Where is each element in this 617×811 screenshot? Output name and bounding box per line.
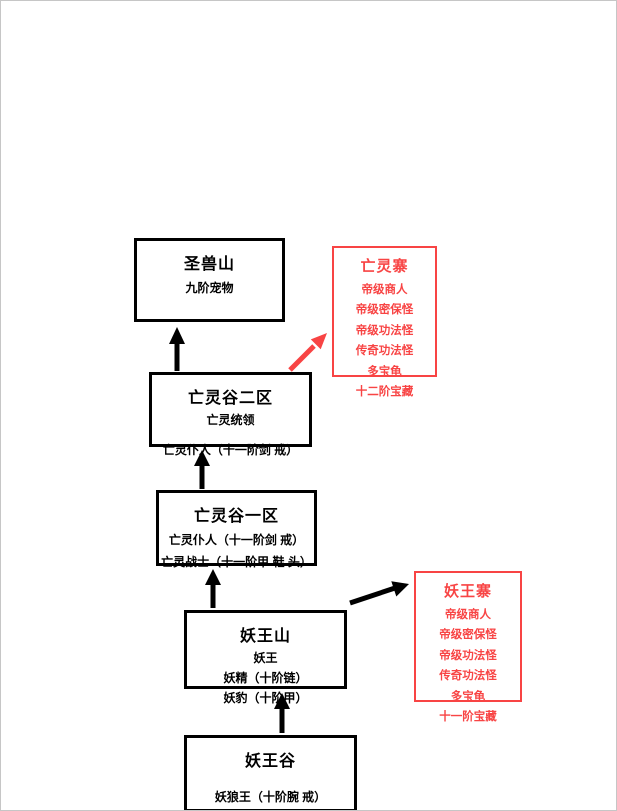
node-line: 亡灵仆人（十一阶剑 戒） [162,443,299,457]
node-line: 传奇功法怪 [439,670,497,682]
node-title: 亡灵寨 [360,258,409,275]
node-title: 圣兽山 [183,256,235,273]
node-title: 亡灵谷二区 [187,390,273,407]
node-line: 帝级功法怪 [355,324,414,337]
node-line: 妖豹（十阶甲） [223,691,308,705]
node-line: 亡灵仆人（十一阶剑 戒） [168,533,305,547]
node-title: 妖王寨 [443,583,492,600]
node-line: 十二阶宝藏 [355,386,414,398]
node-title: 妖王谷 [244,753,296,770]
node-line: 九阶宠物 [185,281,234,295]
arrow-demon-king-mountain-to-undead-valley-1 [205,569,221,608]
node-line: 帝级密保怪 [439,629,497,641]
node-line: 妖王 [253,651,278,665]
node-undead-camp: 亡灵寨 帝级商人 帝级密保怪 帝级功法怪 传奇功法怪 多宝龟 十二阶宝藏 [332,246,437,398]
node-demon-king-camp: 妖王寨 帝级商人 帝级密保怪 帝级功法怪 传奇功法怪 多宝龟 十一阶宝藏 [414,571,522,723]
node-title: 妖王山 [239,628,291,645]
node-line: 帝级密保怪 [355,304,414,316]
node-title: 亡灵谷一区 [193,508,279,525]
node-line: 多宝龟 [450,690,486,703]
arrow-demon-king-mountain-to-demon-king-camp [349,581,409,606]
node-undead-valley-1: 亡灵谷一区 亡灵仆人（十一阶剑 戒） 亡灵战士（十一阶甲 鞋 头） [156,490,317,569]
arrow-undead-valley-2-to-undead-camp [288,333,327,372]
node-demon-king-valley: 妖王谷 妖狼王（十阶腕 戒） 妖狼后（十阶鞋 头） [184,735,357,810]
node-sacred-beast-mountain: 圣兽山 九阶宠物 [134,238,285,322]
node-line: 帝级商人 [445,608,491,621]
node-line: 妖精（十阶链） [223,671,308,685]
node-line: 十一阶宝藏 [439,711,497,723]
node-undead-valley-2: 亡灵谷二区 亡灵统领 亡灵仆人（十一阶剑 戒） [149,372,312,457]
node-line: 多宝龟 [367,365,402,378]
node-line: 传奇功法怪 [355,345,414,357]
node-line: 亡灵战士（十一阶甲 鞋 头） [161,555,312,569]
node-line: 帝级商人 [361,283,408,296]
node-line: 帝级功法怪 [439,649,497,662]
node-line: 亡灵统领 [206,413,255,427]
node-line: 妖狼王（十阶腕 戒） [214,790,327,804]
arrow-undead-valley-2-to-sacred-beast-mountain [169,327,185,371]
node-demon-king-mountain: 妖王山 妖王 妖精（十阶链） 妖豹（十阶甲） [184,610,347,705]
